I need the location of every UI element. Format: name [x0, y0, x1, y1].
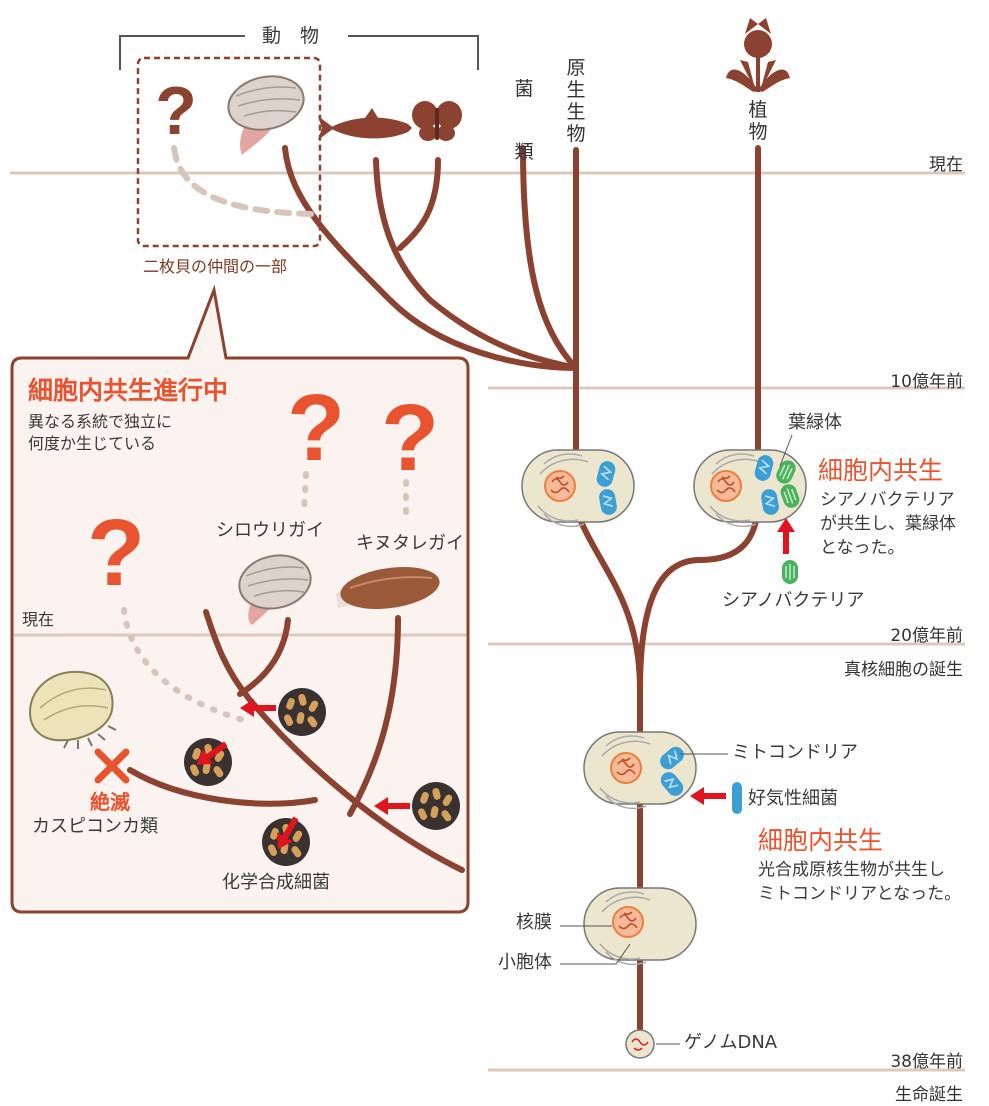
chloroplast-leader [779, 434, 793, 467]
caspicon-label: カスピコンカ類 [32, 816, 158, 837]
cyano-arrow [777, 518, 799, 585]
top-clam-icon [227, 75, 305, 155]
endosymbiosis-title-1: 細胞内共生 [818, 456, 944, 485]
time-2billion: 20億年前 [890, 626, 963, 646]
time-3.8billion: 38億年前 [890, 1052, 963, 1072]
chloroplast-label: 葉緑体 [788, 412, 842, 433]
extinct-label: 絶滅 [90, 790, 130, 814]
time-eukaryote-birth: 真核細胞の誕生 [844, 660, 963, 680]
fungi-label: 菌類 [514, 78, 534, 163]
butterfly-icon [412, 101, 462, 141]
shirouri-clam-icon [238, 554, 312, 625]
genome-cell [625, 1029, 655, 1059]
caspicon-clam-icon [28, 670, 117, 749]
endo2-line2: ミトコンドリアとなった。 [758, 884, 962, 904]
cell-chloroplast [693, 449, 807, 528]
protists-label: 原生生物 [566, 57, 586, 145]
endo2-line1: 光合成原核生物が共生し [758, 860, 945, 880]
aerobic-arrow [690, 782, 742, 814]
extinct-x-icon [94, 748, 130, 784]
cell-mito-lower [583, 731, 697, 810]
inset-desc-line1: 異なる系統で独立に [28, 412, 173, 431]
chemo-label: 化学合成細菌 [222, 872, 330, 893]
timelines [10, 171, 965, 1072]
kinutare-clam-icon [336, 567, 440, 609]
bivalve-dashed-box [136, 56, 322, 248]
phylogeny-branches [282, 145, 761, 1035]
nuclear-membrane-label: 核膜 [516, 912, 552, 933]
aerobic-label: 好気性細菌 [748, 788, 838, 809]
plant-icon [726, 18, 790, 92]
vesicle-leader [560, 943, 631, 965]
unknown-bivalve-question-icon: ? [155, 73, 197, 149]
mito-label: ミトコンドリア [732, 742, 858, 763]
animals-label: 動 物 [262, 25, 320, 47]
bivalve-group-label: 二枚貝の仲間の一部 [143, 257, 288, 276]
genome-label: ゲノムDNA [684, 1032, 778, 1053]
shirouri-label: シロウリガイ [216, 520, 324, 541]
cyano-label: シアノバクテリア [722, 590, 865, 611]
time-1billion: 10億年前 [890, 372, 963, 392]
cell-proto [583, 887, 697, 966]
time-present: 現在 [929, 155, 963, 175]
endo1-line3: となった。 [820, 538, 905, 558]
inset-branches [127, 609, 465, 873]
fish-icon [318, 108, 412, 140]
inset-desc-line2: 何度か生じている [28, 434, 157, 453]
animals-bracket [119, 35, 479, 70]
endosymbiosis-title-2: 細胞内共生 [758, 826, 884, 855]
vesicle-label: 小胞体 [498, 952, 552, 973]
inset-dotted-lines [121, 471, 409, 725]
plants-label: 植物 [748, 99, 768, 143]
endo1-line1: シアノバクテリア [820, 490, 955, 510]
kinutare-label: キヌタレガイ [356, 533, 464, 554]
inset-title: 細胞内共生進行中 [28, 376, 229, 405]
inset-present-label: 現在 [22, 610, 55, 629]
time-life-birth: 生命誕生 [895, 1085, 963, 1105]
endo1-line2: が共生し、葉緑体 [820, 514, 956, 534]
cell-mito-upper [521, 449, 635, 528]
bivalve-dashed-branch [171, 145, 315, 217]
